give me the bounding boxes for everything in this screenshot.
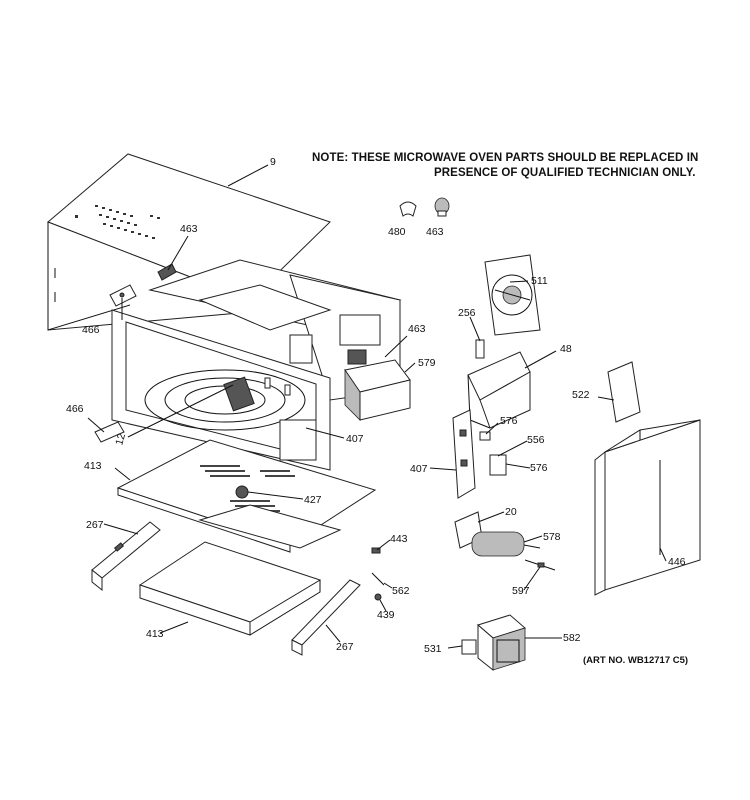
part-480 <box>434 197 450 217</box>
callout-267-left: 267 <box>86 519 104 531</box>
callout-463-small: 480 <box>388 226 406 238</box>
callout-466-upper: 466 <box>82 324 100 336</box>
callout-480: 463 <box>426 226 444 238</box>
callout-531: 531 <box>424 643 442 655</box>
clip-466-lower <box>94 421 125 443</box>
callout-562: 562 <box>392 585 410 597</box>
callout-463-mid: 463 <box>408 323 426 335</box>
callout-466-lower: 466 <box>66 403 84 415</box>
rail-left-part <box>91 521 161 592</box>
art-number: (ART NO. WB12717 C5) <box>583 655 689 666</box>
part-562 <box>371 572 385 586</box>
side-panel-part <box>594 419 701 596</box>
callout-522: 522 <box>572 389 590 401</box>
callout-427: 427 <box>304 494 322 506</box>
callout-463-top: 463 <box>180 223 198 235</box>
fuse-part <box>475 339 485 359</box>
callout-407-switch: 407 <box>410 463 428 475</box>
technician-note-line-2: PRESENCE OF QUALIFIED TECHNICIAN ONLY. <box>434 167 696 179</box>
part-443 <box>371 547 381 554</box>
callout-443: 443 <box>390 533 408 545</box>
leader-lines <box>87 164 667 649</box>
callout-578: 578 <box>543 531 561 543</box>
switch-556 <box>489 454 507 476</box>
capacitor-part <box>471 531 541 557</box>
base-plate-part <box>116 439 377 553</box>
callout-407-cavity: 407 <box>346 433 364 445</box>
part-463-top <box>399 201 417 217</box>
clip-463-left <box>157 263 177 281</box>
callout-413-upper: 413 <box>84 460 102 472</box>
callout-256: 256 <box>458 307 476 319</box>
technician-note-line-1: NOTE: THESE MICROWAVE OVEN PARTS SHOULD … <box>312 152 699 164</box>
callout-446: 446 <box>668 556 686 568</box>
callout-48: 48 <box>560 343 572 355</box>
callout-511: 511 <box>531 275 548 287</box>
callout-413-lower: 413 <box>146 628 164 640</box>
callout-labels: 9 463 480 463 511 466 256 463 48 579 522… <box>66 156 686 655</box>
bottom-tray-part <box>138 541 322 636</box>
air-duct-part <box>467 351 531 429</box>
clip-466-upper <box>109 284 137 307</box>
callout-439: 439 <box>377 609 395 621</box>
callout-12: 12 <box>113 432 128 447</box>
diode-part <box>524 559 556 571</box>
callout-597: 597 <box>512 585 530 597</box>
callout-579: 579 <box>418 357 436 369</box>
callout-9: 9 <box>270 156 276 168</box>
callout-267-right: 267 <box>336 641 354 653</box>
part-531 <box>461 639 477 655</box>
fan-motor-part <box>484 254 541 336</box>
part-439 <box>374 593 382 601</box>
callout-576-lower: 576 <box>530 462 548 474</box>
transformer-part <box>476 614 527 672</box>
callout-20: 20 <box>505 506 517 518</box>
outer-case-part <box>47 153 331 331</box>
switch-bracket-part <box>452 409 476 499</box>
switch-576-upper <box>479 431 491 441</box>
cover-522-part <box>607 361 641 423</box>
rail-right-part <box>291 579 361 656</box>
magnetron-part <box>344 349 411 421</box>
callout-556: 556 <box>527 434 545 446</box>
callout-576-upper: 576 <box>500 415 518 427</box>
callout-582: 582 <box>563 632 581 644</box>
